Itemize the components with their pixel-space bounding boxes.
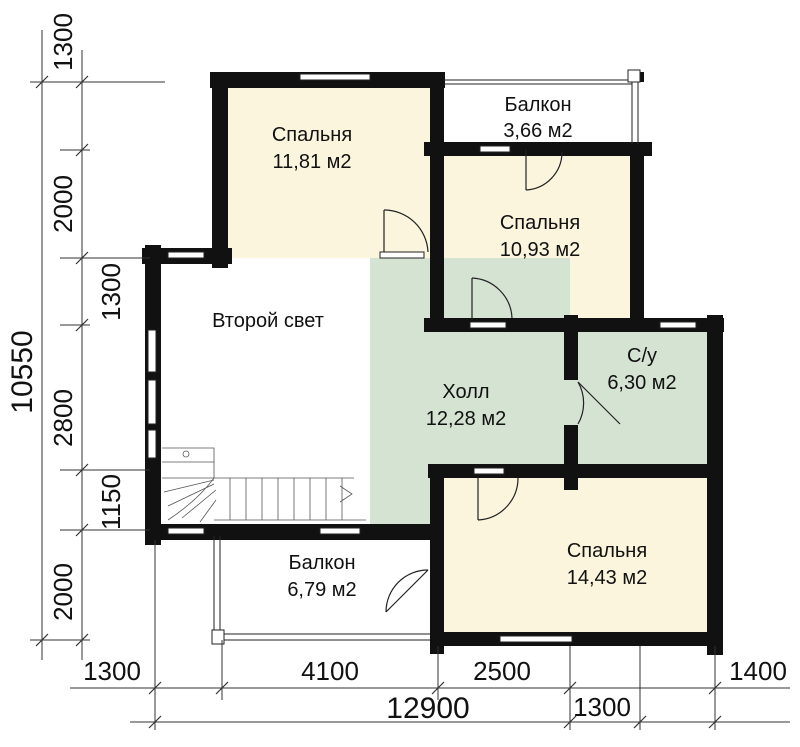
window [379, 251, 425, 259]
bedroom1-area: 11,81 м2 [273, 151, 352, 173]
window [659, 321, 697, 329]
doors [383, 150, 621, 613]
dim-bottom-second: 1300 [573, 692, 631, 722]
wall [430, 464, 444, 654]
room-labels: Спальня 11,81 м2 Балкон 3,66 м2 Спальня … [212, 94, 677, 601]
window [469, 321, 507, 329]
balcony-bottom-name: Балкон [288, 552, 355, 574]
balcony-bottom-area: 6,79 м2 [287, 579, 356, 601]
wall [212, 72, 228, 268]
wall [564, 425, 578, 490]
balcony-top-name: Балкон [504, 94, 571, 116]
bedroom1-name: Спальня [272, 124, 352, 146]
left-dimensions: 1300 2000 1300 2800 1150 2000 10550 [6, 13, 165, 660]
window [299, 73, 371, 81]
wall [145, 524, 440, 540]
dim-bottom-4: 1400 [729, 656, 787, 686]
wall [430, 72, 444, 330]
bottom-dimensions: 1300 4100 2500 1400 1300 12900 [70, 540, 790, 730]
windows [147, 73, 697, 643]
bedroom3-name: Спальня [567, 540, 647, 562]
bedroom2-area: 10,93 м2 [500, 239, 580, 261]
second-light-fill [155, 258, 370, 530]
bedroom2-name: Спальня [500, 212, 580, 234]
dim-bottom-1: 1300 [83, 656, 141, 686]
wall [564, 315, 578, 380]
hall-name: Холл [442, 381, 489, 403]
dim-left-1: 1300 [48, 13, 78, 71]
wall [430, 632, 723, 646]
window [147, 379, 157, 425]
wall [424, 142, 652, 156]
window [147, 329, 157, 373]
second-light-name: Второй свет [212, 310, 324, 332]
balcony-top-fill [440, 78, 636, 150]
dim-left-4: 2800 [48, 389, 78, 447]
dim-bottom-3: 2500 [473, 656, 531, 686]
window [319, 527, 361, 535]
dim-left-5: 1150 [96, 474, 126, 530]
wall [428, 464, 723, 478]
bathroom-name: С/у [627, 345, 657, 367]
dim-bottom-total: 12900 [386, 692, 469, 725]
balcony-bottom-fill [218, 530, 438, 640]
window [147, 429, 157, 459]
balcony-railings [211, 69, 641, 645]
bedroom3-area: 14,43 м2 [567, 567, 647, 589]
dim-left-2: 2000 [48, 175, 78, 233]
room-fills [155, 78, 715, 640]
bedroom3-fill [438, 470, 715, 640]
window [167, 527, 205, 535]
window [479, 145, 511, 153]
window [499, 635, 573, 643]
window [167, 251, 205, 259]
bathroom-area: 6,30 м2 [607, 372, 676, 394]
staircase [162, 447, 366, 523]
wall [707, 315, 723, 655]
dim-left-total: 10550 [6, 330, 39, 413]
dim-left-6: 2000 [48, 563, 78, 621]
hall-area: 12,28 м2 [426, 408, 506, 430]
dim-left-3: 1300 [96, 263, 126, 321]
balcony-top-area: 3,66 м2 [503, 120, 572, 142]
dim-bottom-2: 4100 [301, 656, 359, 686]
bedroom1-fill [222, 80, 438, 258]
wall [630, 142, 644, 332]
window [473, 467, 505, 475]
